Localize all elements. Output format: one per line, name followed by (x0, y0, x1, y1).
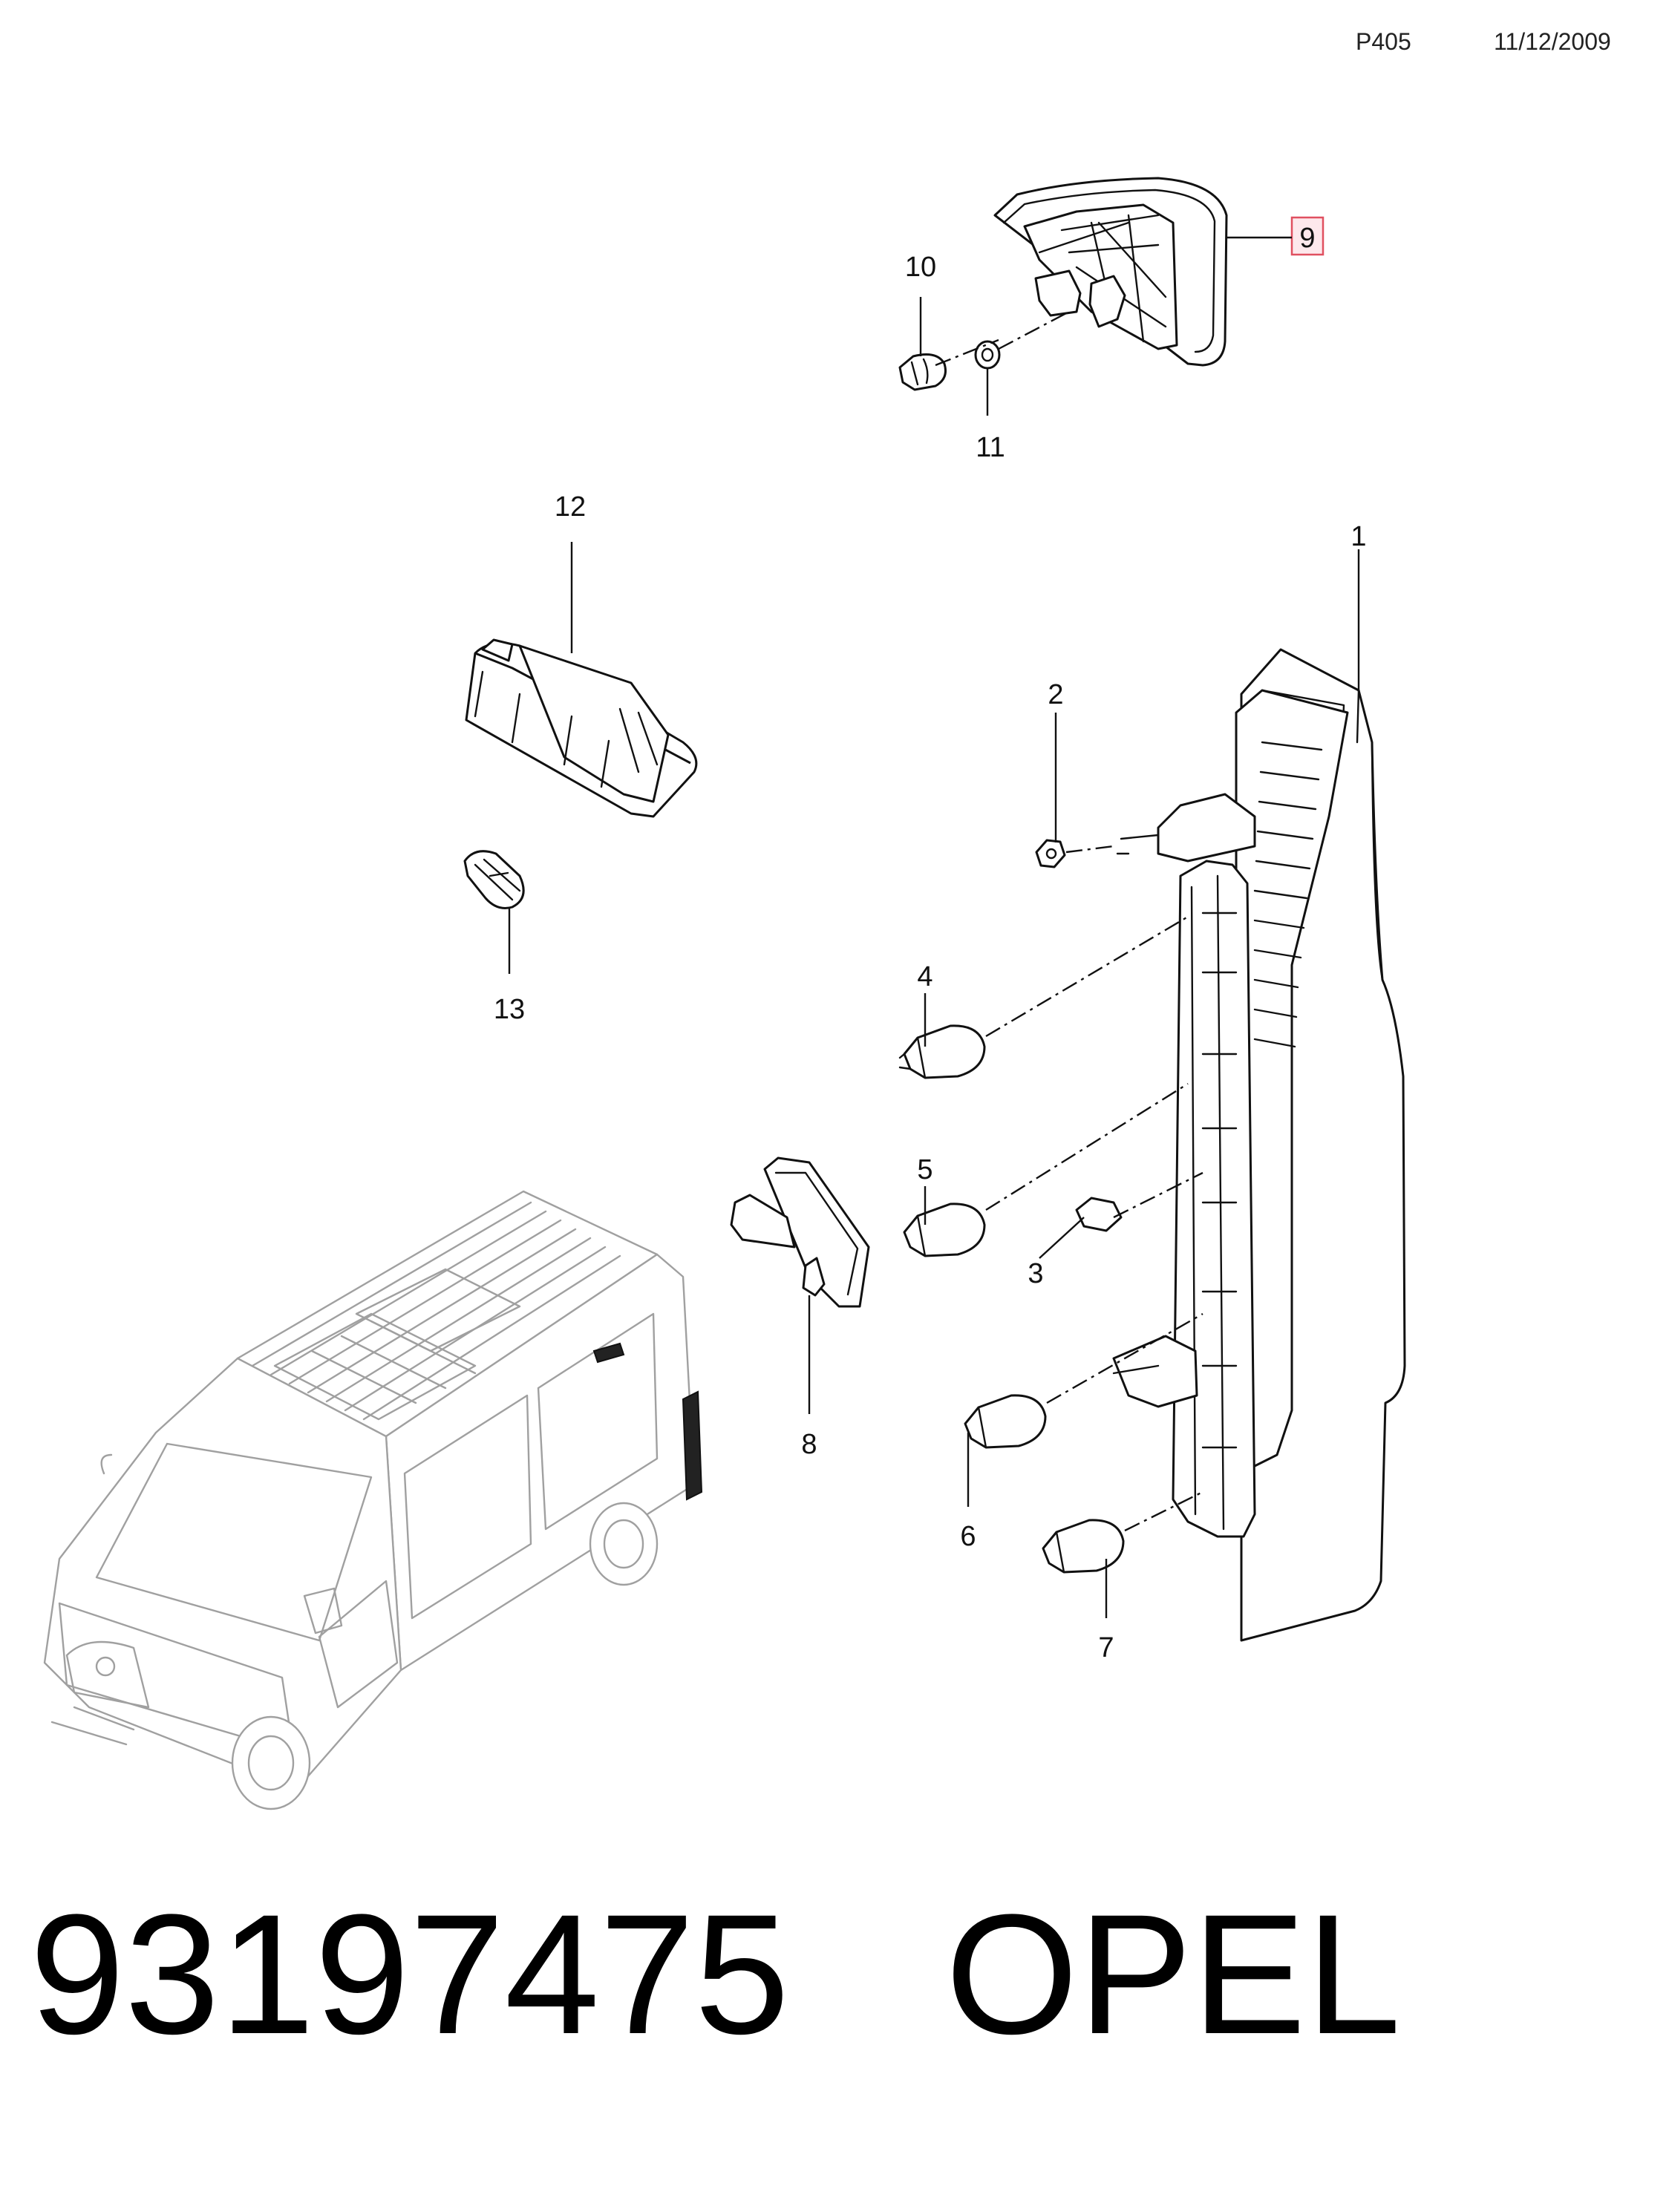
rear-combination-lamp-part-1[interactable] (1112, 648, 1406, 1642)
grommet-part-11[interactable] (974, 340, 1001, 370)
callout-7: 7 (1098, 1632, 1114, 1663)
brand-name: OPEL (945, 1879, 1401, 2069)
callout-8: 8 (801, 1429, 817, 1460)
callout-label-10: 10 (905, 252, 936, 283)
callout-9-highlight-box (1290, 216, 1325, 256)
callout-label-13: 13 (494, 994, 525, 1025)
callout-10: 10 (905, 252, 936, 283)
side-marker-lamp-part-8[interactable] (730, 1156, 870, 1308)
callout-label-12: 12 (555, 491, 586, 523)
callout-label-1: 1 (1350, 521, 1366, 552)
bulb-part-4[interactable] (898, 1024, 986, 1079)
callout-label-3: 3 (1028, 1258, 1043, 1289)
callout-label-4: 4 (917, 961, 933, 992)
part-number: 93197475 (30, 1879, 790, 2069)
callout-9-highlighted: 9 (1290, 216, 1325, 256)
retaining-nut-part-2[interactable] (1035, 839, 1066, 868)
callout-5: 5 (917, 1154, 933, 1185)
festoon-bulb-part-13[interactable] (463, 850, 525, 909)
callout-label-7: 7 (1098, 1632, 1114, 1663)
diagram-code: P405 (1356, 28, 1411, 55)
callout-label-8: 8 (801, 1429, 817, 1460)
bulb-part-6[interactable] (964, 1394, 1047, 1449)
callout-label-5: 5 (917, 1154, 933, 1185)
callout-label-9: 9 (1299, 223, 1315, 254)
callout-label-2: 2 (1048, 679, 1063, 710)
bulb-part-7[interactable] (1042, 1519, 1125, 1574)
clip-part-3[interactable] (1075, 1197, 1123, 1232)
callout-13: 13 (494, 994, 525, 1025)
callout-4: 4 (917, 961, 933, 992)
callout-6: 6 (960, 1521, 976, 1552)
wedge-bulb-part-10[interactable] (898, 353, 947, 391)
licence-plate-lamp-part-12[interactable] (465, 638, 698, 818)
diagram-date: 11/12/2009 (1494, 28, 1611, 55)
callout-label-6: 6 (960, 1521, 976, 1552)
callout-2: 2 (1048, 679, 1063, 710)
upper-lamp-housing-part-9[interactable] (993, 177, 1228, 367)
callout-1: 1 (1350, 521, 1366, 552)
bulb-part-5[interactable] (903, 1202, 986, 1257)
callout-12: 12 (555, 491, 586, 523)
callout-label-11: 11 (976, 432, 1005, 463)
callout-11: 11 (976, 432, 1005, 463)
van-location-illustration (43, 1190, 703, 1810)
callout-3: 3 (1028, 1258, 1043, 1289)
